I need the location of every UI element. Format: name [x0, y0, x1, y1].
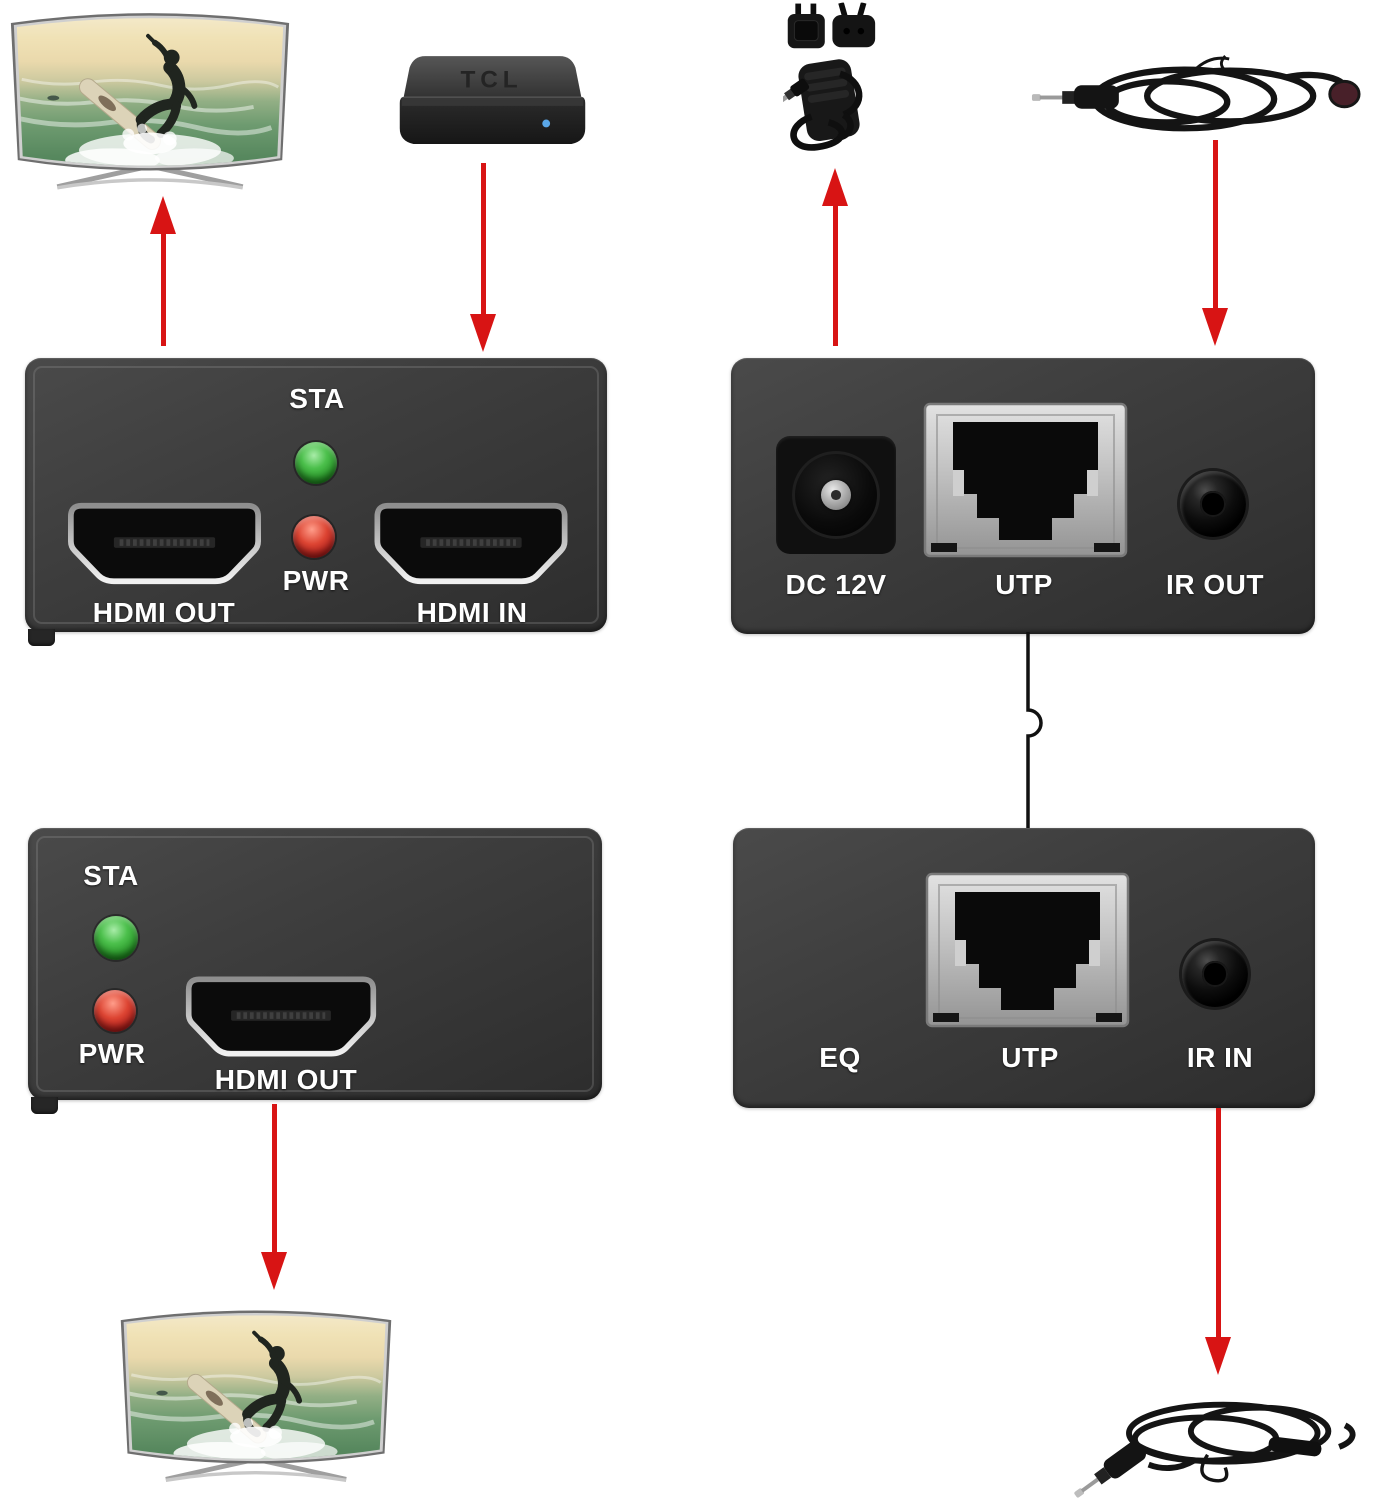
- curved-tv-bottom: [112, 1300, 400, 1488]
- pwr-label: PWR: [78, 1038, 146, 1069]
- transmitter-back-panel: DC 12V UTP IR OUT: [731, 358, 1315, 634]
- ethernet-cable: [1026, 632, 1043, 830]
- arrow-down-to-tv: [261, 1104, 287, 1290]
- ir-out-port: [1180, 471, 1246, 537]
- mounting-tab: [31, 1097, 58, 1114]
- mounting-tab: [28, 629, 55, 646]
- hdmi-out-port: [184, 973, 378, 1061]
- utp-port: [925, 872, 1130, 1028]
- arrow-down-from-media-box: [470, 163, 496, 352]
- arrow-up-to-tv: [150, 196, 176, 346]
- eq-label: EQ: [819, 1042, 861, 1073]
- sta-label: STA: [83, 860, 139, 891]
- arrow-up-to-power-adapter: [822, 168, 848, 346]
- arrowhead-icon: [1205, 1337, 1231, 1375]
- power-led: [94, 990, 136, 1032]
- sta-label: STA: [289, 383, 345, 414]
- hdmi-in-label: HDMI IN: [416, 597, 528, 628]
- receiver-back-panel: EQ UTP IR IN: [733, 828, 1315, 1108]
- hdmi-out-port: [63, 501, 266, 587]
- utp-port: [923, 402, 1128, 558]
- arrow-down-from-ir-emitter: [1202, 140, 1228, 346]
- pwr-label: PWR: [282, 565, 350, 596]
- status-led: [94, 916, 138, 960]
- dc-power-port: [776, 436, 896, 554]
- hdmi-out-label: HDMI OUT: [92, 597, 236, 628]
- hdmi-out-label: HDMI OUT: [214, 1064, 358, 1095]
- arrowhead-icon: [822, 168, 848, 206]
- ir-receiver-cable: [1058, 1388, 1363, 1498]
- ir-emitter-cable: [1030, 48, 1362, 146]
- ir-in-label: IR IN: [1186, 1042, 1254, 1073]
- power-adapter: [783, 2, 878, 160]
- ir-out-label: IR OUT: [1166, 569, 1264, 600]
- arrowhead-icon: [261, 1252, 287, 1290]
- arrow-down-to-ir-receiver: [1205, 1108, 1231, 1375]
- status-led: [295, 442, 337, 484]
- utp-label: UTP: [1001, 1042, 1059, 1073]
- media-box: TCL: [390, 45, 595, 157]
- media-box-logo: TCL: [460, 66, 522, 93]
- arrowhead-icon: [150, 196, 176, 234]
- curved-tv-top: [2, 2, 298, 196]
- receiver-front-panel: STA PWR HDMI OUT: [28, 828, 602, 1114]
- utp-label: UTP: [995, 569, 1053, 600]
- power-led: [293, 516, 335, 558]
- hdmi-in-port: [371, 501, 571, 587]
- transmitter-front-panel: STA PWR HDMI OUT HDMI IN: [25, 358, 607, 646]
- arrowhead-icon: [470, 314, 496, 352]
- dc-12v-label: DC 12V: [785, 569, 887, 600]
- arrowhead-icon: [1202, 308, 1228, 346]
- ir-in-port: [1182, 941, 1248, 1007]
